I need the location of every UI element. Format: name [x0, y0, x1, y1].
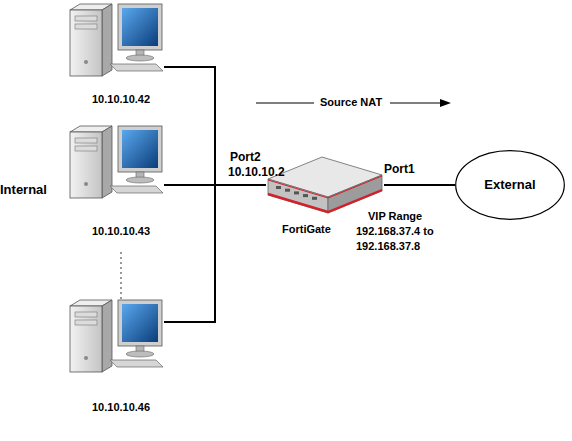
nat-arrow-line	[256, 102, 314, 103]
network-link	[164, 185, 266, 322]
port-label: Port1	[384, 162, 415, 176]
computer-icon	[68, 296, 164, 374]
nat-arrow-head	[440, 99, 451, 107]
computer-icon	[68, 122, 164, 200]
network-cloud: External	[455, 150, 565, 220]
device-label: 10.10.10.42	[92, 93, 150, 105]
ellipsis-dots	[121, 252, 122, 306]
firewall-icon	[266, 155, 384, 217]
port-label: 192.168.37.4 to	[356, 225, 434, 237]
firewall-node: FortiGate	[266, 155, 384, 217]
computer-node: 10.10.10.46	[68, 296, 164, 374]
port-label: Port2	[230, 150, 261, 164]
nat-arrow-line	[390, 102, 442, 103]
computer-node: 10.10.10.42	[68, 0, 164, 78]
network-link	[384, 184, 455, 186]
port-label: 10.10.10.2	[228, 165, 285, 179]
device-label: 10.10.10.43	[92, 225, 150, 237]
port-label: VIP Range	[368, 210, 422, 222]
computer-icon	[68, 0, 164, 78]
device-label: FortiGate	[282, 223, 331, 235]
computer-node: 10.10.10.43	[68, 122, 164, 200]
cloud-label: External	[455, 177, 565, 192]
device-label: 10.10.10.46	[92, 401, 150, 413]
port-label: 192.168.37.8	[356, 240, 420, 252]
flow-label: Source NAT	[320, 96, 382, 108]
zone-label: Internal	[0, 182, 47, 197]
